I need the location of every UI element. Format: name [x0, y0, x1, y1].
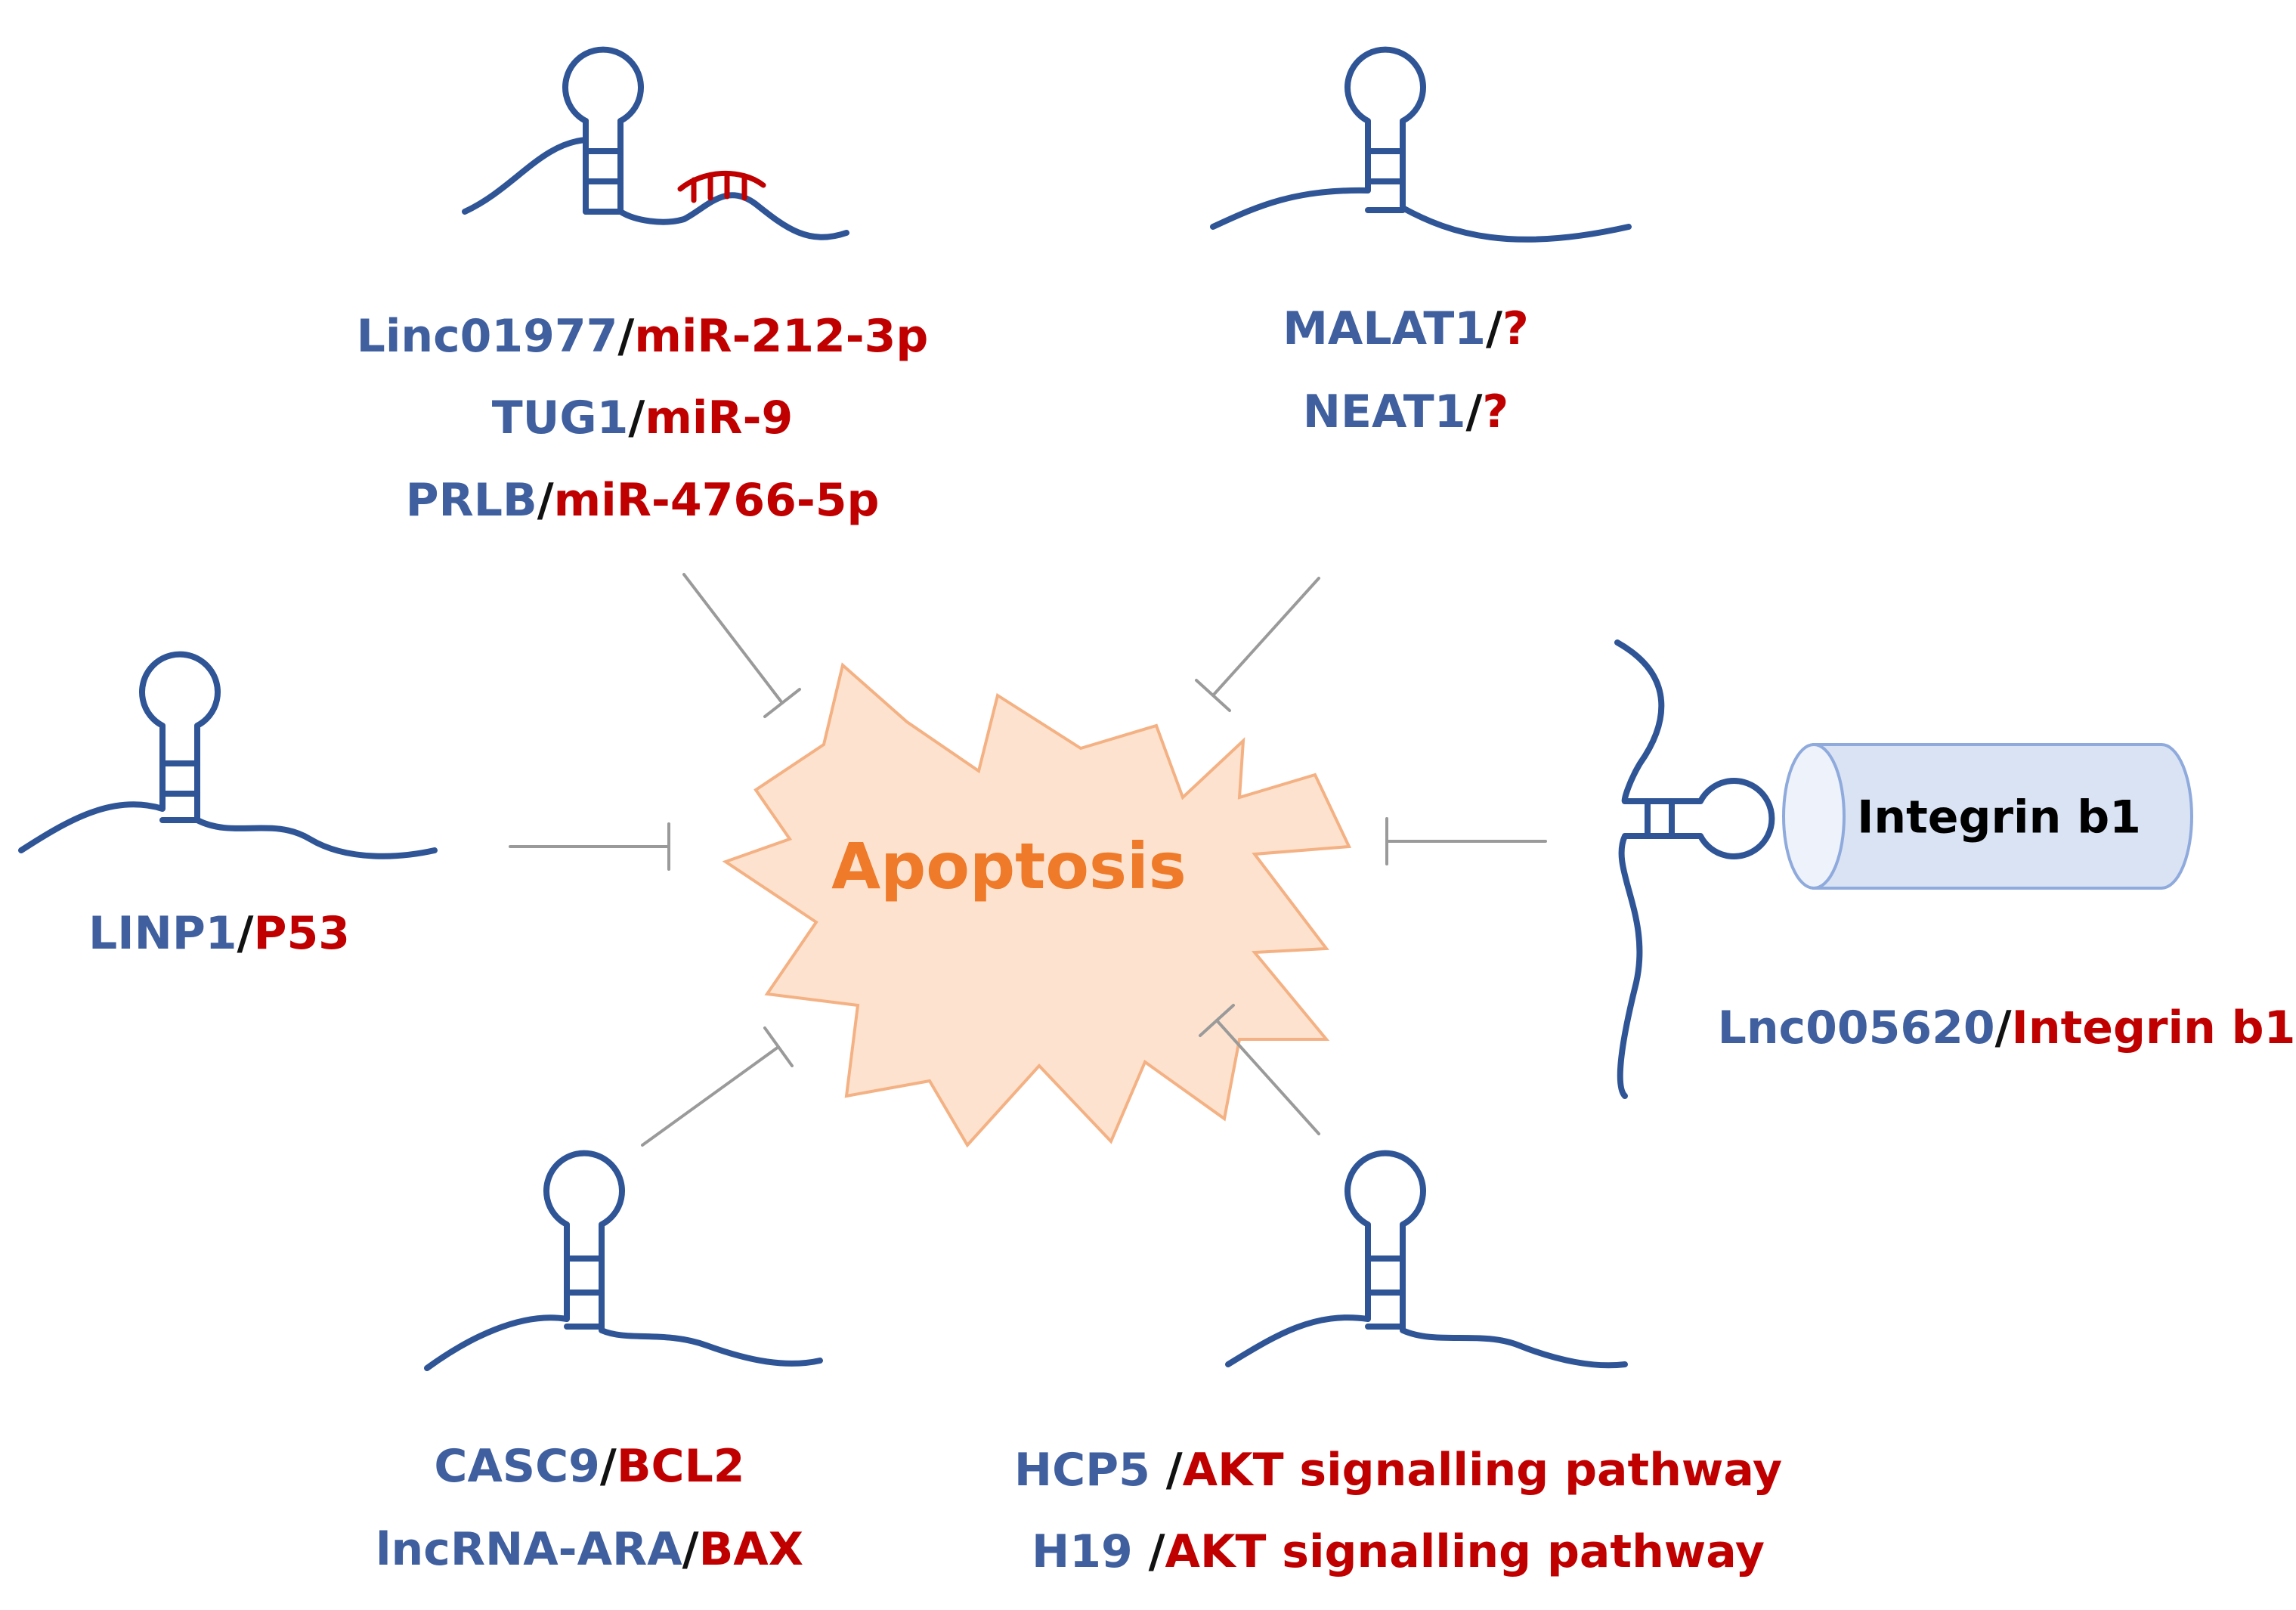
rna-hairpin-icon: [1614, 639, 1775, 1099]
inhibition-arrow-top-right: [1195, 577, 1320, 712]
label-prlb-mir4766: PRLB/miR-4766-5p: [406, 474, 880, 527]
mirna-sponge-icon: [677, 171, 766, 203]
integrin-b1-label: Integrin b1: [1857, 791, 2141, 844]
label-casc9-bcl2: CASC9/BCL2: [434, 1440, 744, 1493]
integrin-b1-protein: Integrin b1: [1782, 743, 2193, 890]
inhibition-arrow-bottom-right: [1199, 1004, 1320, 1135]
inhibition-arrow-left: [509, 822, 670, 871]
label-hcp5-akt: HCP5 /AKT signalling pathway: [1014, 1444, 1782, 1497]
inhibition-arrow-right: [1385, 817, 1547, 865]
rna-hairpin-icon: [462, 46, 849, 240]
rna-hairpin-icon: [424, 1150, 823, 1371]
label-neat1: NEAT1/?: [1303, 385, 1508, 438]
label-lncrna-ara-bax: lncRNA-ARA/BAX: [376, 1523, 803, 1576]
label-malat1: MALAT1/?: [1283, 302, 1529, 355]
rna-hairpin-icon: [1225, 1150, 1628, 1369]
inhibition-arrow-top-left: [682, 573, 801, 718]
label-h19-akt: H19 /AKT signalling pathway: [1032, 1525, 1765, 1578]
label-linc01977-mir212: Linc01977/miR-212-3p: [357, 310, 929, 363]
label-tug1-mir9: TUG1/miR-9: [492, 392, 794, 444]
label-lnc005620-integrin: Lnc005620/Integrin b1: [1718, 1002, 2296, 1054]
rna-hairpin-icon: [18, 651, 438, 859]
rna-hairpin-icon: [1210, 46, 1632, 243]
apoptosis-label: Apoptosis: [831, 829, 1187, 903]
label-linp1-p53: LINP1/P53: [88, 907, 350, 960]
apoptosis-starburst: [722, 662, 1352, 1148]
inhibition-arrow-bottom-left: [641, 1026, 794, 1147]
